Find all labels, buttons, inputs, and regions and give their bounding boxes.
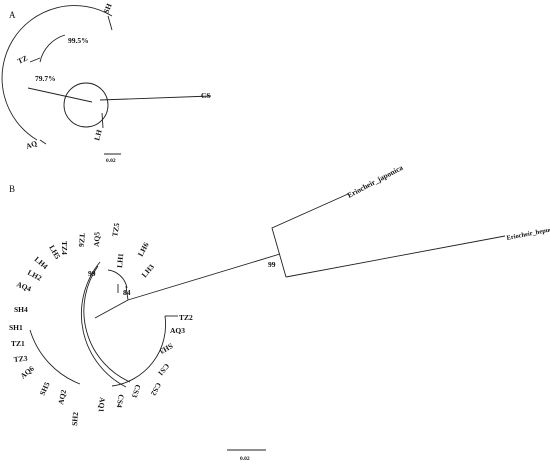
tip-a-sh: SH	[102, 2, 114, 15]
branch-b-japonica	[271, 193, 349, 278]
tip-b-aq6: AQ6	[19, 364, 36, 381]
tip-b-sh4: SH4	[14, 305, 28, 314]
support-a-first: 99.5%	[68, 36, 89, 45]
panel-b-right-arc	[111, 315, 167, 387]
tip-b-cs1: CS1	[156, 362, 172, 378]
tip-b-tz1: TZ1	[11, 339, 25, 348]
tip-a-aq: AQ	[25, 139, 39, 151]
tip-b-lh3: LH3	[140, 262, 156, 279]
tip-b-tz6: TZ6	[77, 233, 87, 248]
tip-a-cs: CS	[201, 91, 211, 100]
tip-b-tz2: TZ2	[179, 313, 193, 322]
branch-b-clade	[125, 285, 129, 301]
branch-a-tz	[29, 57, 41, 63]
tip-b-sh5: SH5	[38, 380, 52, 396]
tip-b-aq1: AQ1	[97, 397, 107, 413]
panel-b-lower-arc	[29, 329, 81, 385]
tip-b-lh1: LH1	[115, 253, 125, 269]
branch-b-long	[127, 253, 281, 301]
support-b-clade2: 84	[123, 288, 131, 297]
panel-b-label: B	[9, 184, 15, 194]
tip-b-aq2: AQ2	[56, 389, 68, 406]
support-a-second: 79.7%	[35, 74, 56, 83]
branch-b-hepuensis	[285, 235, 506, 278]
tip-a-tz: TZ	[16, 53, 29, 65]
panel-b-main-arc	[80, 261, 127, 388]
support-b-outgroup: 99	[268, 260, 276, 269]
panel-a-inner-circle	[63, 82, 109, 128]
panel-a: A SH TZ AQ LH CS 99.5% 79.7% 0.02	[1, 2, 212, 164]
tip-b-lh6: LH6	[136, 241, 151, 258]
branch-a-cs	[99, 95, 212, 101]
tip-b-sh3: SH3	[158, 341, 175, 356]
tip-b-sh1: SH1	[9, 323, 23, 332]
tip-b-japonica: Eriocheir_japonica	[346, 163, 405, 200]
tip-a-lh: LH	[92, 129, 104, 142]
scale-label-a: 0.02	[106, 158, 116, 164]
panel-a-outer-arc	[1, 5, 113, 141]
branch-b-root	[94, 299, 129, 319]
tip-b-lh2: LH2	[26, 268, 43, 283]
branch-a-lh	[101, 112, 104, 129]
panel-b: B Eriocheir_japonica Eriocheir_hepuensis…	[9, 163, 550, 462]
branch-a-sh	[107, 15, 113, 31]
tip-b-aq4: AQ4	[15, 280, 33, 294]
support-b-clade1: 99	[88, 269, 96, 278]
branch-a-internal	[27, 87, 93, 103]
panel-b-clade-arc	[107, 269, 128, 289]
tip-b-sh2: SH2	[70, 412, 80, 427]
tip-b-aq3: AQ3	[170, 326, 185, 335]
tip-b-tz4: TZ4	[60, 241, 69, 255]
tip-b-cs4: CS4	[115, 394, 126, 409]
tip-b-tz3: TZ3	[13, 354, 28, 364]
tip-b-tz5: TZ5	[110, 222, 121, 237]
branch-a-aq	[39, 139, 47, 145]
panel-a-label: A	[9, 10, 16, 20]
panel-b-inner-arc	[83, 265, 131, 383]
panel-a-clade-arc	[39, 34, 66, 63]
scale-label-b: 0.02	[240, 456, 250, 462]
tip-b-lh4: LH4	[33, 255, 50, 271]
tip-b-aq5: AQ5	[92, 232, 102, 248]
tip-b-hepuensis: Eriocheir_hepuensis	[506, 224, 550, 242]
tip-b-cs2: CS2	[149, 381, 163, 397]
tip-b-cs3: CS3	[130, 383, 143, 399]
